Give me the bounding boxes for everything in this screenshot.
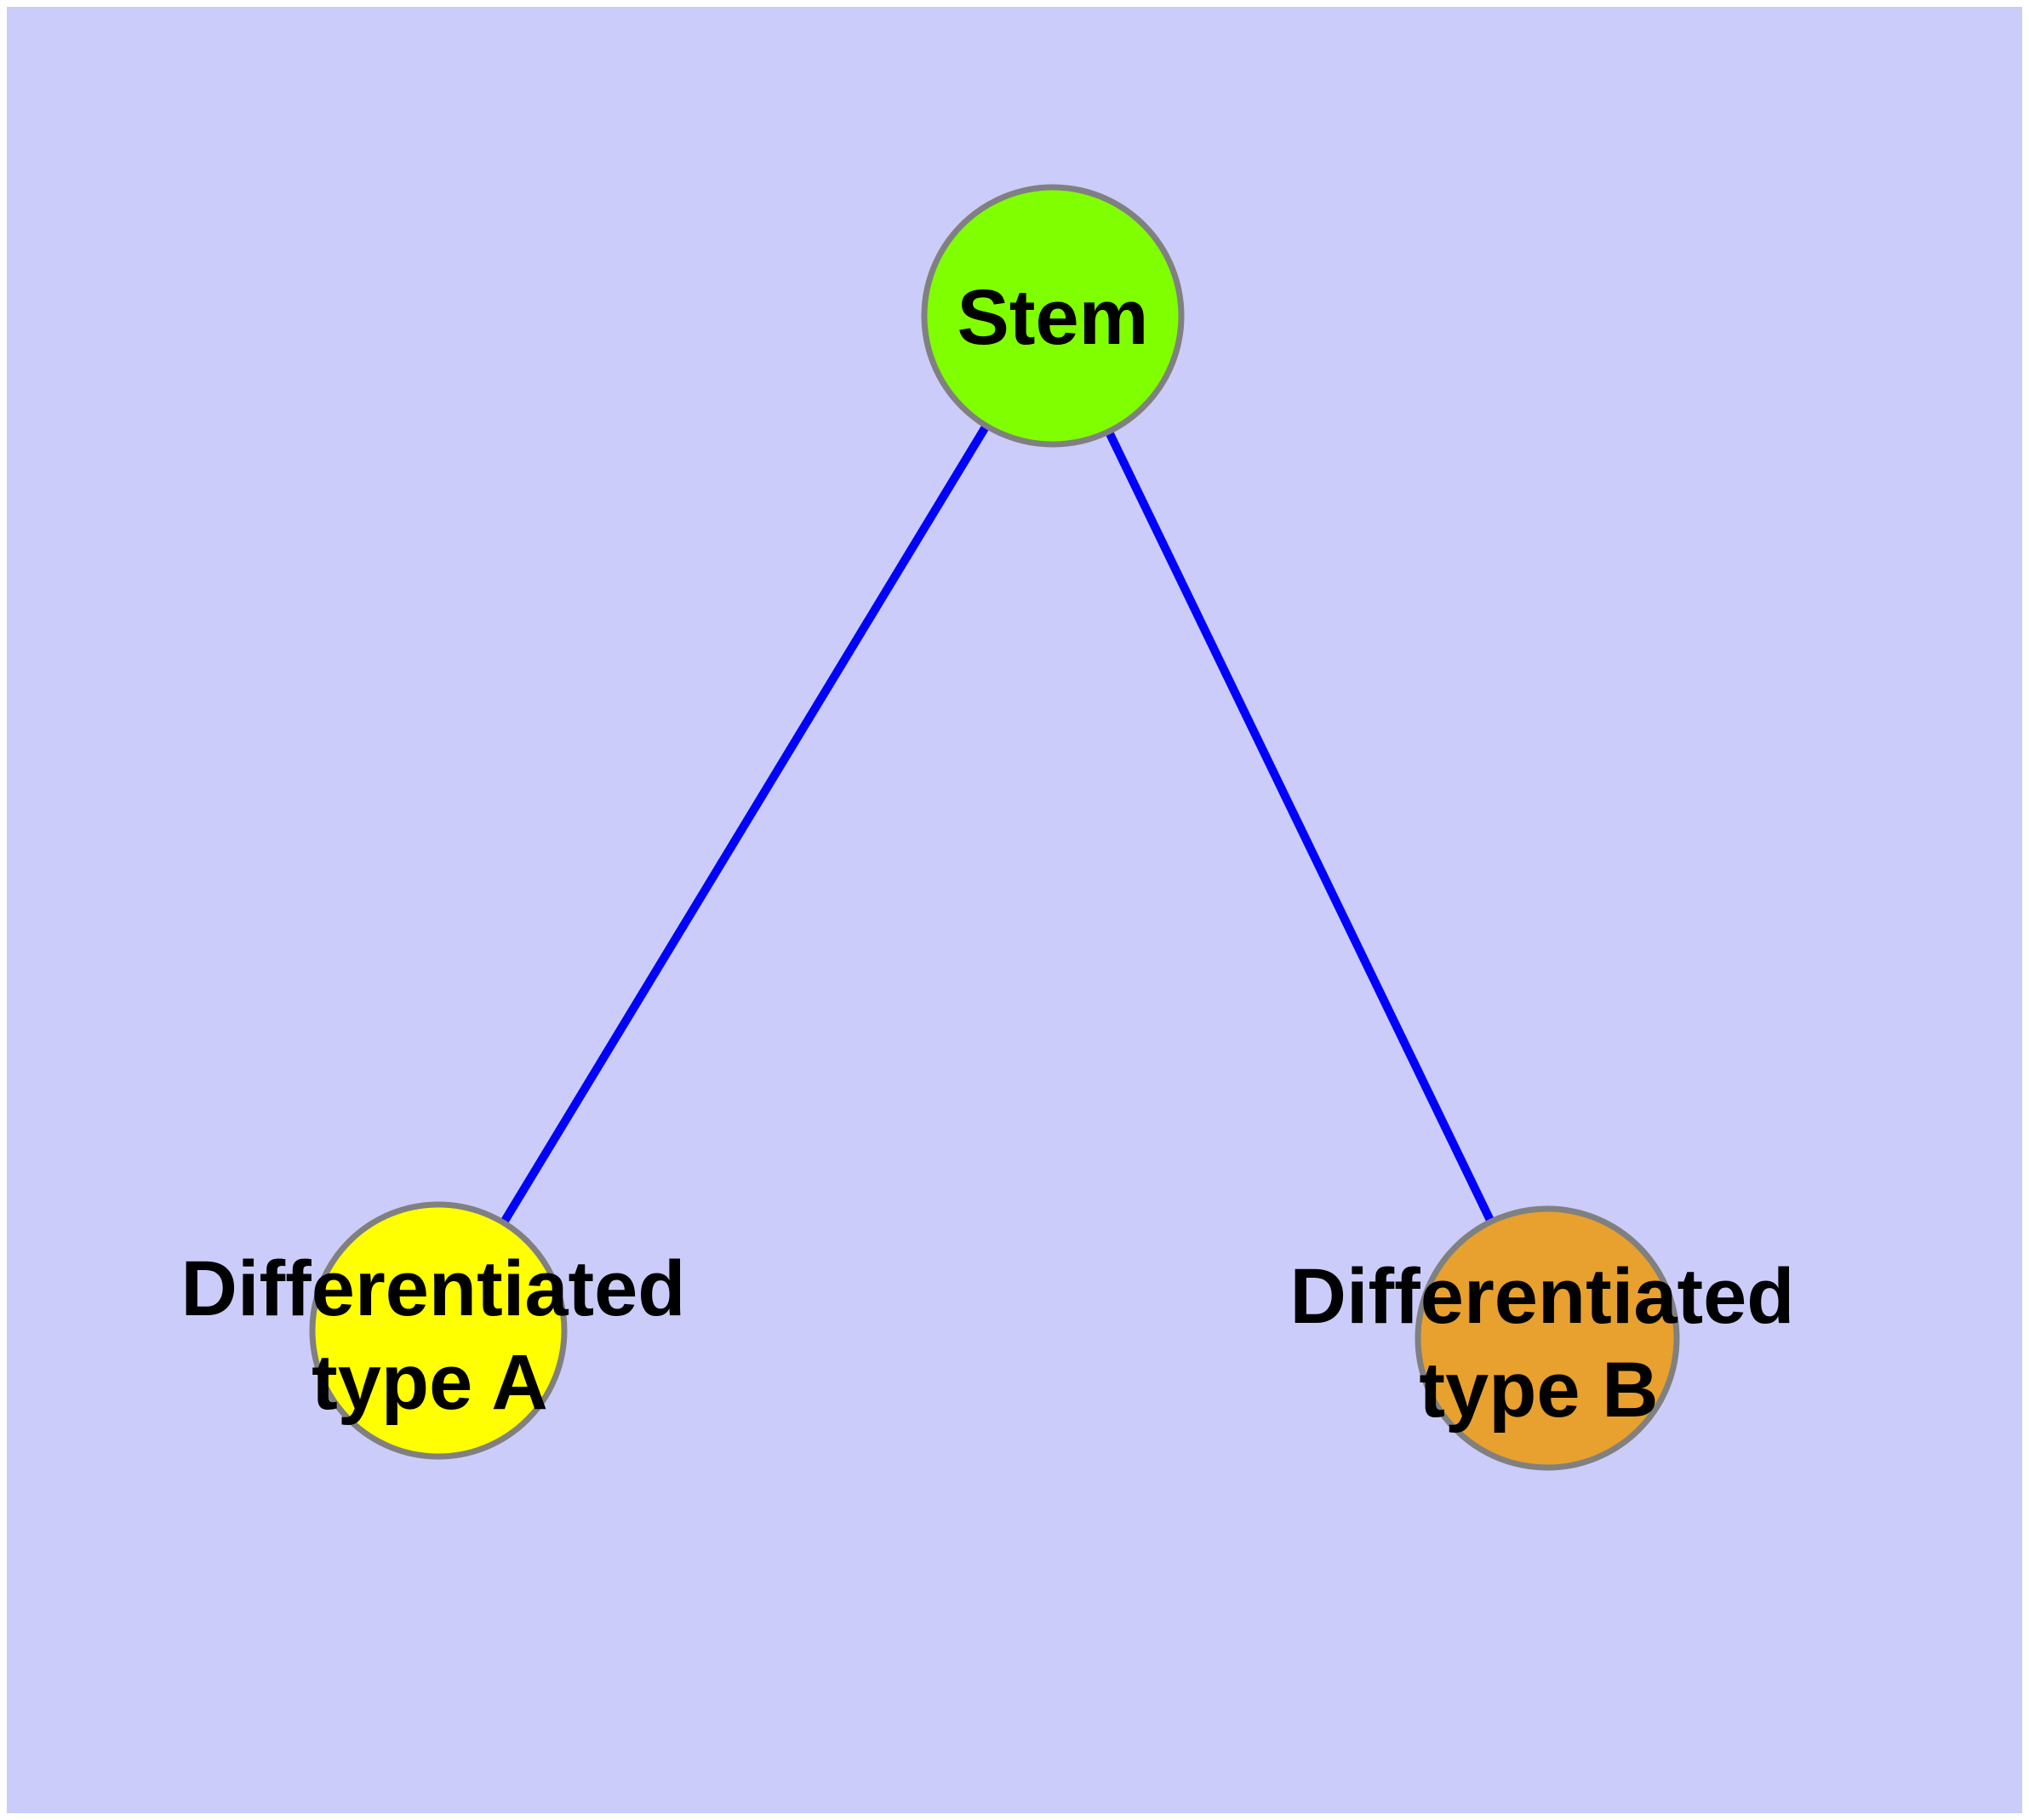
node-label-differentiated-type-b-line2: type B [1419,1347,1658,1434]
node-stem[interactable] [921,184,1185,448]
node-circle-stem[interactable] [921,184,1185,448]
node-circle-differentiated-type-a[interactable] [309,1201,568,1460]
edge-stem-to-differentiated-type-a[interactable] [498,421,992,1228]
edge-layer [498,421,1497,1228]
node-label-stem: Stem [957,274,1149,361]
edge-stem-to-differentiated-type-b[interactable] [1103,426,1497,1227]
node-label-differentiated-type-a-line2: type A [311,1339,548,1426]
node-differentiated-type-b[interactable] [1415,1205,1680,1471]
node-label-differentiated-type-b-line1: Differentiated [1290,1253,1795,1340]
node-differentiated-type-a[interactable] [309,1201,568,1460]
node-label-differentiated-type-a-line1: Differentiated [181,1245,686,1332]
node-circle-differentiated-type-b[interactable] [1415,1205,1680,1471]
label-layer: Stem Differentiated type A Differentiate… [181,274,1795,1434]
